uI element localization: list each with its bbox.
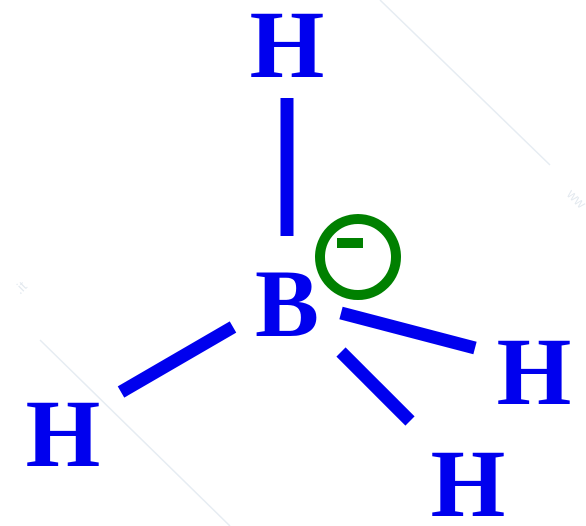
- watermark-text-right: ww: [563, 185, 586, 212]
- watermark-text-left: .it: [11, 278, 30, 297]
- bonds: [117, 98, 477, 426]
- watermark-line-1: [379, 0, 551, 166]
- atom-hydrogen-top: H: [250, 0, 325, 98]
- bond-b-h-right: [339, 306, 477, 355]
- atoms: H B H H H: [26, 0, 572, 526]
- atom-hydrogen-bottom: H: [431, 430, 506, 526]
- atom-hydrogen-right: H: [497, 318, 572, 425]
- negative-charge: -: [315, 214, 401, 300]
- watermark-line-2: [39, 339, 231, 526]
- atom-boron: B: [255, 250, 319, 357]
- charge-symbol: -: [358, 249, 359, 251]
- charge-circle: [315, 214, 401, 300]
- bond-b-h-left: [117, 321, 237, 398]
- atom-hydrogen-left: H: [26, 380, 101, 487]
- bond-b-h-bottom: [336, 347, 415, 426]
- charge-minus-sign: [337, 238, 363, 248]
